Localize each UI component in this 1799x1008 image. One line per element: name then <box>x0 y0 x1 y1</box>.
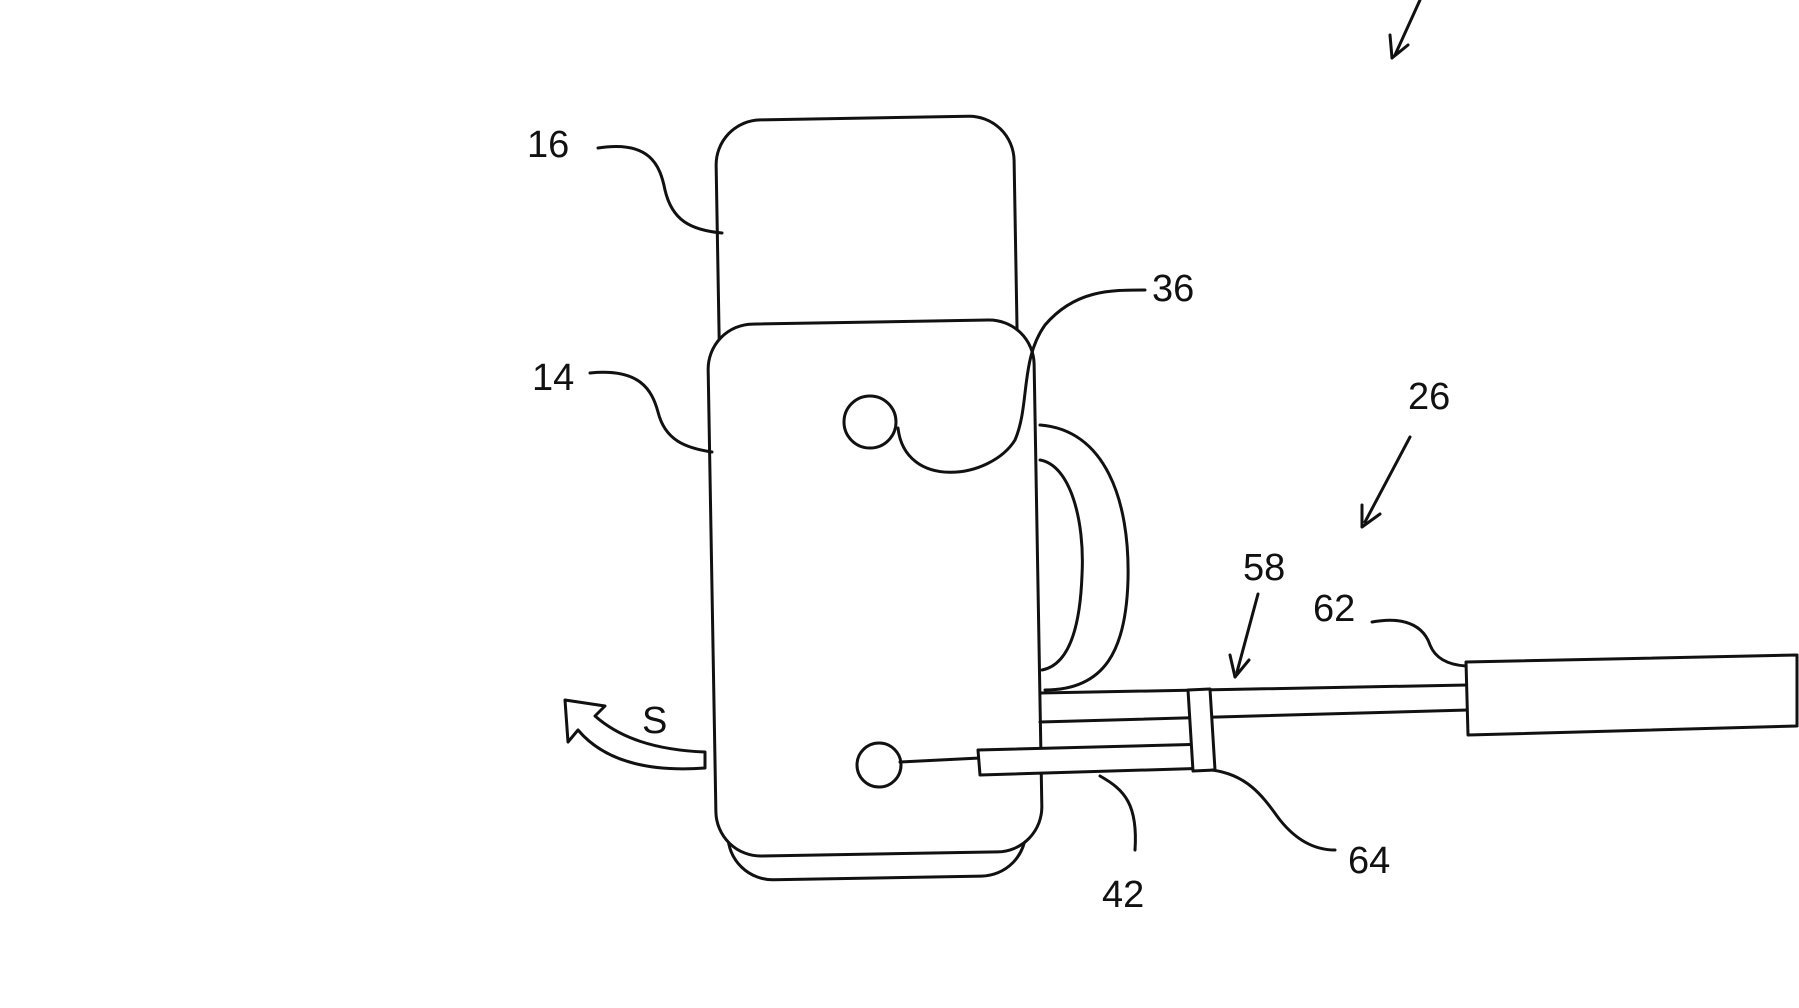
label-58: 58 <box>1243 547 1285 589</box>
leader-64 <box>1210 768 1337 852</box>
arrow-58 <box>1228 592 1260 679</box>
label-s: S <box>642 700 667 742</box>
label-42: 42 <box>1102 874 1144 916</box>
leader-36 <box>896 288 1147 474</box>
lower-pivot <box>855 741 903 789</box>
label-26: 26 <box>1408 376 1450 418</box>
lower-rod-42 <box>976 742 1214 777</box>
arrow-26 <box>1360 435 1412 529</box>
leader-42 <box>1098 774 1137 852</box>
actuator-body-62 <box>1464 653 1799 737</box>
handle-loop <box>1038 423 1130 692</box>
upper-rod <box>1038 683 1470 724</box>
label-14: 14 <box>532 357 574 399</box>
leader-62 <box>1370 618 1468 668</box>
upper-pivot <box>842 394 898 450</box>
clamp-58 <box>1186 687 1217 773</box>
leader-14 <box>588 370 714 454</box>
rotation-arrow-s <box>563 698 707 771</box>
top-arrow <box>1388 0 1422 60</box>
leader-16 <box>596 145 724 235</box>
label-62: 62 <box>1313 588 1355 630</box>
label-64: 64 <box>1348 840 1390 882</box>
label-16: 16 <box>527 124 569 166</box>
label-36: 36 <box>1152 268 1194 310</box>
front-panel-14 <box>706 318 1044 858</box>
lower-thin-rod <box>898 756 982 764</box>
